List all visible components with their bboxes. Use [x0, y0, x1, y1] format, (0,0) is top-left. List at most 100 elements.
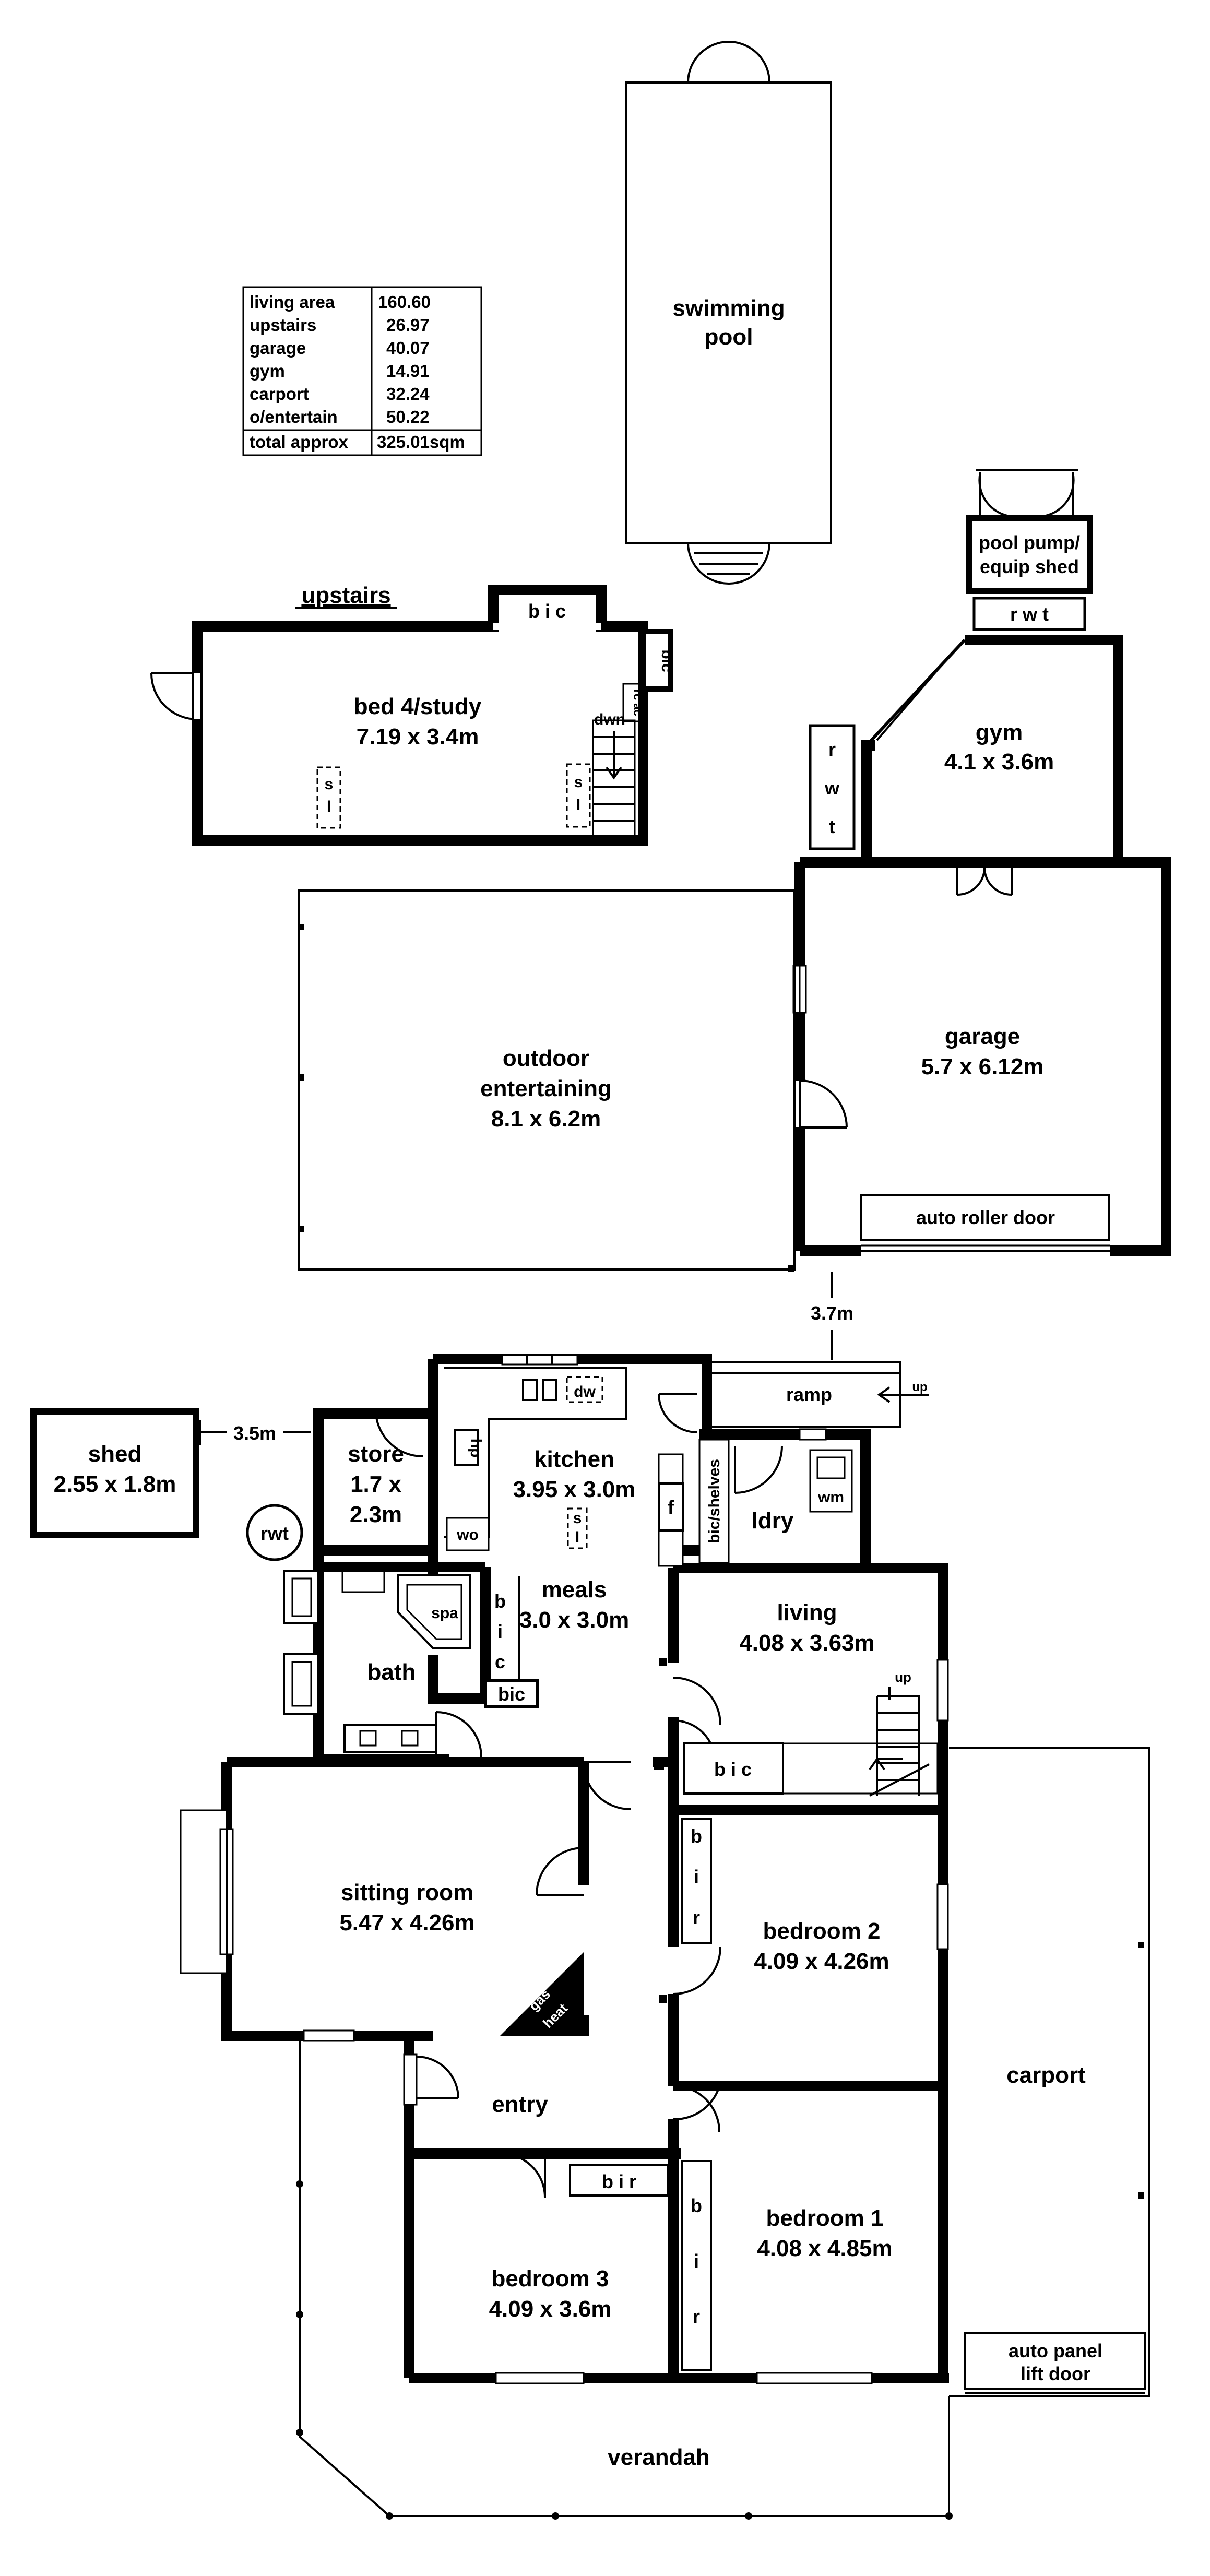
outdoor-label: entertaining [480, 1076, 612, 1101]
ramp: ramp up [706, 1361, 929, 1428]
laundry: f bic/shelves ldry wm [658, 1428, 853, 1567]
rwt-label: r [828, 739, 836, 760]
bath: spa bath b i c bic [283, 1570, 539, 1758]
swimming-pool: swimming pool [625, 41, 832, 585]
area-row-value: 40.07 [386, 338, 430, 358]
bir-label: b [691, 2195, 702, 2216]
spa-label: spa [431, 1605, 458, 1622]
sitting-dims: 5.47 x 4.26m [339, 1910, 474, 1936]
area-total-value: 325.01sqm [377, 432, 465, 452]
skylight-label: s [325, 776, 334, 793]
pool-pump-shed: pool pump/ equip shed r w t [966, 469, 1093, 631]
rwt-circle-label: rwt [260, 1523, 289, 1544]
upstairs-stair [592, 719, 636, 839]
bed3-label: bedroom 3 [492, 2266, 609, 2292]
area-row-value: 50.22 [386, 407, 430, 426]
store-dims: 1.7 x [350, 1471, 401, 1497]
bir-label: r [693, 1907, 700, 1928]
kitchen-dims: 3.95 x 3.0m [513, 1477, 636, 1502]
upstairs-bic-label: b i c [528, 600, 566, 622]
garage: auto roller door garage 5.7 x 6.12m [792, 857, 1171, 1256]
kitchen-label: kitchen [534, 1446, 614, 1472]
carport: carport auto panel lift door [949, 1747, 1150, 2397]
bed4-dims: 7.19 x 3.4m [357, 724, 479, 750]
auto-roller-label: auto roller door [916, 1207, 1055, 1228]
dimension-3-7-label: 3.7m [811, 1302, 853, 1324]
bedroom-3: b i r bedroom 3 4.09 x 3.6m [489, 2153, 669, 2384]
skylight-label: s [573, 1510, 582, 1527]
living: living 4.08 x 3.63m b i c up [673, 1600, 949, 1797]
bed3-dims: 4.09 x 3.6m [489, 2296, 612, 2322]
gym-label: gym [976, 720, 1023, 745]
dishwasher-label: dw [574, 1383, 596, 1400]
bir-label: i [694, 2250, 699, 2272]
bir-label: b i r [602, 2171, 636, 2192]
area-table: living area 160.60 upstairs 26.97 garage… [242, 286, 482, 456]
ramp-label: ramp [786, 1384, 832, 1405]
store-dims: 2.3m [350, 1502, 402, 1527]
entry: entry [403, 2053, 720, 2132]
store-label: store [348, 1441, 404, 1467]
outdoor-label: outdoor [503, 1046, 589, 1071]
rc-ac-label: rc ac [631, 689, 644, 716]
area-row-label: garage [250, 338, 306, 358]
pool-shed-label: equip shed [980, 556, 1079, 577]
living-dims: 4.08 x 3.63m [739, 1630, 874, 1656]
bic-shelves-label: bic/shelves [706, 1459, 723, 1544]
meals-label: meals [542, 1577, 607, 1602]
upstairs-title: upstairs [301, 583, 390, 608]
area-row-label: upstairs [250, 315, 316, 335]
bic-label: c [495, 1651, 505, 1672]
washing-machine-label: wm [817, 1489, 844, 1506]
rwt-label: w [824, 777, 840, 799]
area-row-value: 26.97 [386, 315, 430, 335]
upstairs-plan: upstairs b i c bic rc ac dwn bed 4/study… [150, 583, 675, 846]
area-row-value: 160.60 [378, 292, 431, 312]
area-row-value: 14.91 [386, 361, 430, 381]
garage-dims: 5.7 x 6.12m [921, 1054, 1044, 1079]
bedroom-1: b i r bedroom 1 4.08 x 4.85m [673, 2082, 893, 2384]
shed-dims: 2.55 x 1.8m [54, 1471, 176, 1497]
pool-shed-label: pool pump/ [979, 532, 1080, 553]
bed2-dims: 4.09 x 4.26m [754, 1949, 889, 1974]
bed1-label: bedroom 1 [766, 2205, 884, 2231]
area-row-label: living area [250, 292, 335, 312]
outdoor-dims: 8.1 x 6.2m [491, 1106, 601, 1132]
area-total-label: total approx [250, 432, 348, 452]
dimension-3-5-label: 3.5m [233, 1422, 276, 1444]
bath-label: bath [367, 1659, 416, 1685]
rwt-circle: rwt [246, 1504, 303, 1561]
area-row-label: o/entertain [250, 407, 338, 426]
fridge-label: f [668, 1497, 674, 1518]
store: store 1.7 x 2.3m [348, 1412, 423, 1527]
bed1-dims: 4.08 x 4.85m [757, 2236, 892, 2261]
carport-label: carport [1006, 2062, 1086, 2088]
bed4-label: bed 4/study [354, 694, 482, 719]
garage-label: garage [945, 1024, 1020, 1049]
bed2-label: bedroom 2 [763, 1918, 881, 1944]
skylight-label: s [574, 774, 583, 791]
pool-label: swimming [672, 295, 785, 321]
sitting-label: sitting room [341, 1880, 473, 1905]
auto-panel-label: auto panel [1009, 2340, 1102, 2361]
area-row-label: carport [250, 384, 309, 403]
hotplate-label: hp [467, 1439, 484, 1458]
outdoor-entertaining: outdoor entertaining 8.1 x 6.2m [298, 889, 796, 1272]
verandah-label: verandah [608, 2444, 710, 2470]
rwt-label: t [829, 816, 835, 837]
ramp-up-label: up [912, 1380, 927, 1394]
bir-label: i [694, 1866, 699, 1888]
shed-label: shed [88, 1441, 142, 1467]
meals: meals 3.0 x 3.0m [519, 1577, 716, 1810]
kitchen: dw hp wo kitchen 3.95 x 3.0m s l [444, 1354, 698, 1551]
entry-label: entry [492, 2092, 548, 2117]
area-row-label: gym [250, 361, 285, 381]
bir-label: b [691, 1825, 702, 1847]
meals-dims: 3.0 x 3.0m [519, 1607, 629, 1633]
skylight-label: l [575, 1529, 579, 1546]
living-label: living [777, 1600, 837, 1625]
auto-panel-label: lift door [1021, 2363, 1090, 2384]
living-bic-label: b i c [714, 1759, 752, 1780]
area-row-value: 32.24 [386, 384, 430, 403]
bic-label: bic [498, 1683, 525, 1705]
